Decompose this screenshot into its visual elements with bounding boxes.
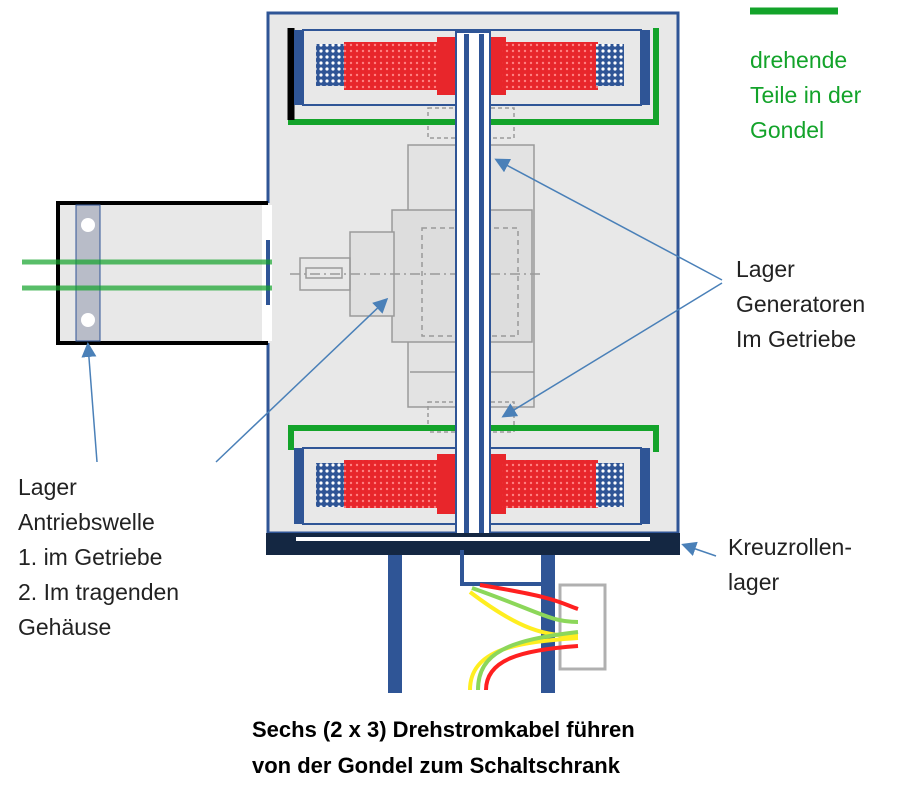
coil [502,42,598,90]
bolt-icon [81,218,95,232]
caption-line2: von der Gondel zum Schaltschrank [252,753,620,778]
stator-bar [294,448,303,524]
label-cross-roller-bearing: Kreuzrollen- lager [728,534,852,595]
central-shaft [455,31,491,553]
stator-bar [641,30,650,105]
bolt-icon [81,313,95,327]
coil-cap [437,37,455,95]
coil-end [316,463,344,507]
shaft-bar [464,34,469,550]
legend-label-rotating: drehende Teile in der Gondel [750,47,862,143]
coil-cap [437,454,455,514]
tower-leg [388,555,402,693]
cable-duct [460,550,548,586]
three-phase-cables [468,583,579,691]
bearing-slot [296,537,650,541]
cross-roller-bearing [266,533,680,555]
annotation-arrows [81,158,723,557]
coil-cap [488,37,506,95]
shaft-housing-outline [56,201,268,345]
coil-end [596,44,624,86]
label-drive-shaft-bearing: Lager Antriebswelle 1. im Getriebe 2. Im… [18,474,180,640]
coil [502,460,598,508]
coil-cap [488,454,506,514]
label-generator-bearing: Lager Generatoren Im Getriebe [736,256,866,352]
coil [344,42,442,90]
coil-end [316,44,344,86]
tower-leg [541,555,555,693]
caption-line1: Sechs (2 x 3) Drehstromkabel führen [252,717,635,742]
coil [344,460,442,508]
stator-bar [641,448,650,524]
shaft-bar [479,34,484,550]
switch-cabinet [558,583,607,671]
coil-end [596,463,624,507]
stator-bar [294,30,303,105]
